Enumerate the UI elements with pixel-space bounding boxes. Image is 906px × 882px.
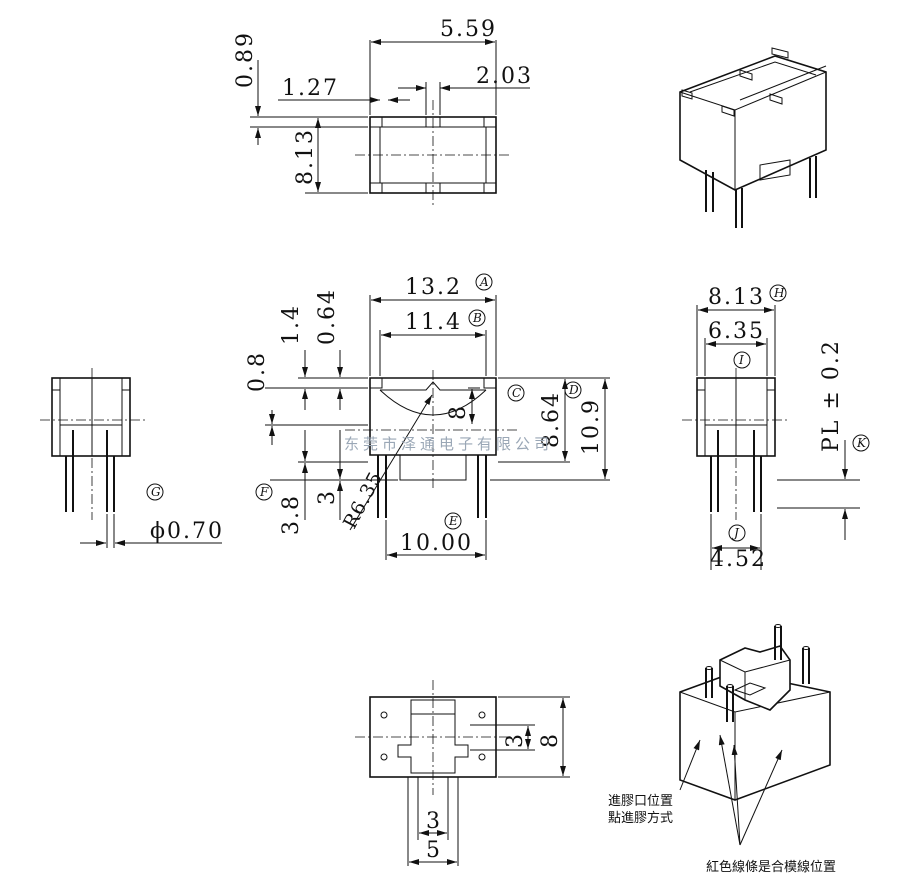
side-dim-pin: 4.52 <box>710 547 767 572</box>
marker-c-label: C <box>512 386 521 400</box>
front-radius: R6.35 <box>339 468 387 533</box>
marker-e: E <box>444 512 462 530</box>
marker-a-label: A <box>479 275 489 289</box>
bottom-dim-5: 5 <box>426 838 442 863</box>
bottom-dim-3: 3 <box>426 809 442 834</box>
front-dim-10-9: 10.9 <box>579 398 604 455</box>
front-dim-3: 3 <box>315 489 340 505</box>
marker-i-label: I <box>738 353 744 367</box>
marker-j-label: J <box>731 526 740 540</box>
marker-h: H <box>769 284 787 302</box>
iso-view-top <box>679 47 827 228</box>
bottom-view: 3 8 3 5 <box>355 680 570 866</box>
marker-f-label: F <box>259 485 269 499</box>
bottom-dim-3-right: 3 <box>503 732 528 748</box>
front-dim-pin-span: 10.00 <box>400 531 473 556</box>
front-dim-1-4: 1.4 <box>279 304 304 345</box>
marker-g-label: G <box>151 485 161 499</box>
side-dim-outer: 8.13 <box>708 285 765 310</box>
front-dim-0-8: 0.8 <box>245 351 270 392</box>
top-dim-height: 8.13 <box>293 128 318 185</box>
top-dim-pitch: 1.27 <box>282 76 339 101</box>
marker-j: J <box>728 524 746 542</box>
top-dim-wall: 0.89 <box>233 31 258 88</box>
marker-g: G <box>146 483 164 501</box>
marker-k: K <box>852 434 870 452</box>
marker-e-label: E <box>448 514 458 528</box>
marker-b: B <box>468 309 486 327</box>
iso-view-bottom <box>679 624 831 846</box>
side-dim-inner: 6.35 <box>708 319 765 344</box>
left-pin-diameter: ϕ0.70 <box>150 519 224 544</box>
marker-d: D <box>564 381 582 399</box>
front-dim-8: 8 <box>446 404 471 420</box>
marker-a: A <box>475 273 493 291</box>
top-dim-slot: 2.03 <box>476 64 533 89</box>
marker-f: F <box>255 483 273 501</box>
front-dim-3-8: 3.8 <box>279 494 304 535</box>
front-view: 13.2 11.4 1.4 0.64 0.8 8 8.64 10.9 3.8 3… <box>146 273 610 560</box>
front-dim-8-64: 8.64 <box>539 391 564 448</box>
marker-h-label: H <box>773 286 785 300</box>
note-gate-location: 進膠口位置 <box>608 794 673 809</box>
side-view: 8.13 6.35 PL ± 0.2 4.52 H I J K <box>682 284 870 572</box>
left-view: ϕ0.70 <box>40 368 224 548</box>
marker-i: I <box>733 351 751 369</box>
marker-d-label: D <box>568 383 579 397</box>
side-dim-pl: PL ± 0.2 <box>819 339 844 452</box>
note-gate-method: 點進膠方式 <box>608 810 673 826</box>
top-view: 5.59 1.27 2.03 0.89 8.13 <box>233 17 533 205</box>
marker-k-label: K <box>856 436 867 450</box>
top-dim-width: 5.59 <box>440 17 497 42</box>
front-dim-overall: 13.2 <box>405 275 462 300</box>
marker-b-label: B <box>472 311 482 325</box>
watermark: 东莞市泽通电子有限公司 <box>344 435 553 453</box>
marker-c: C <box>507 384 525 402</box>
front-dim-inner: 11.4 <box>405 310 462 335</box>
bottom-dim-8: 8 <box>538 732 563 748</box>
front-dim-0-64: 0.64 <box>315 288 340 345</box>
note-parting-line: 紅色線條是合模線位置 <box>706 859 836 875</box>
